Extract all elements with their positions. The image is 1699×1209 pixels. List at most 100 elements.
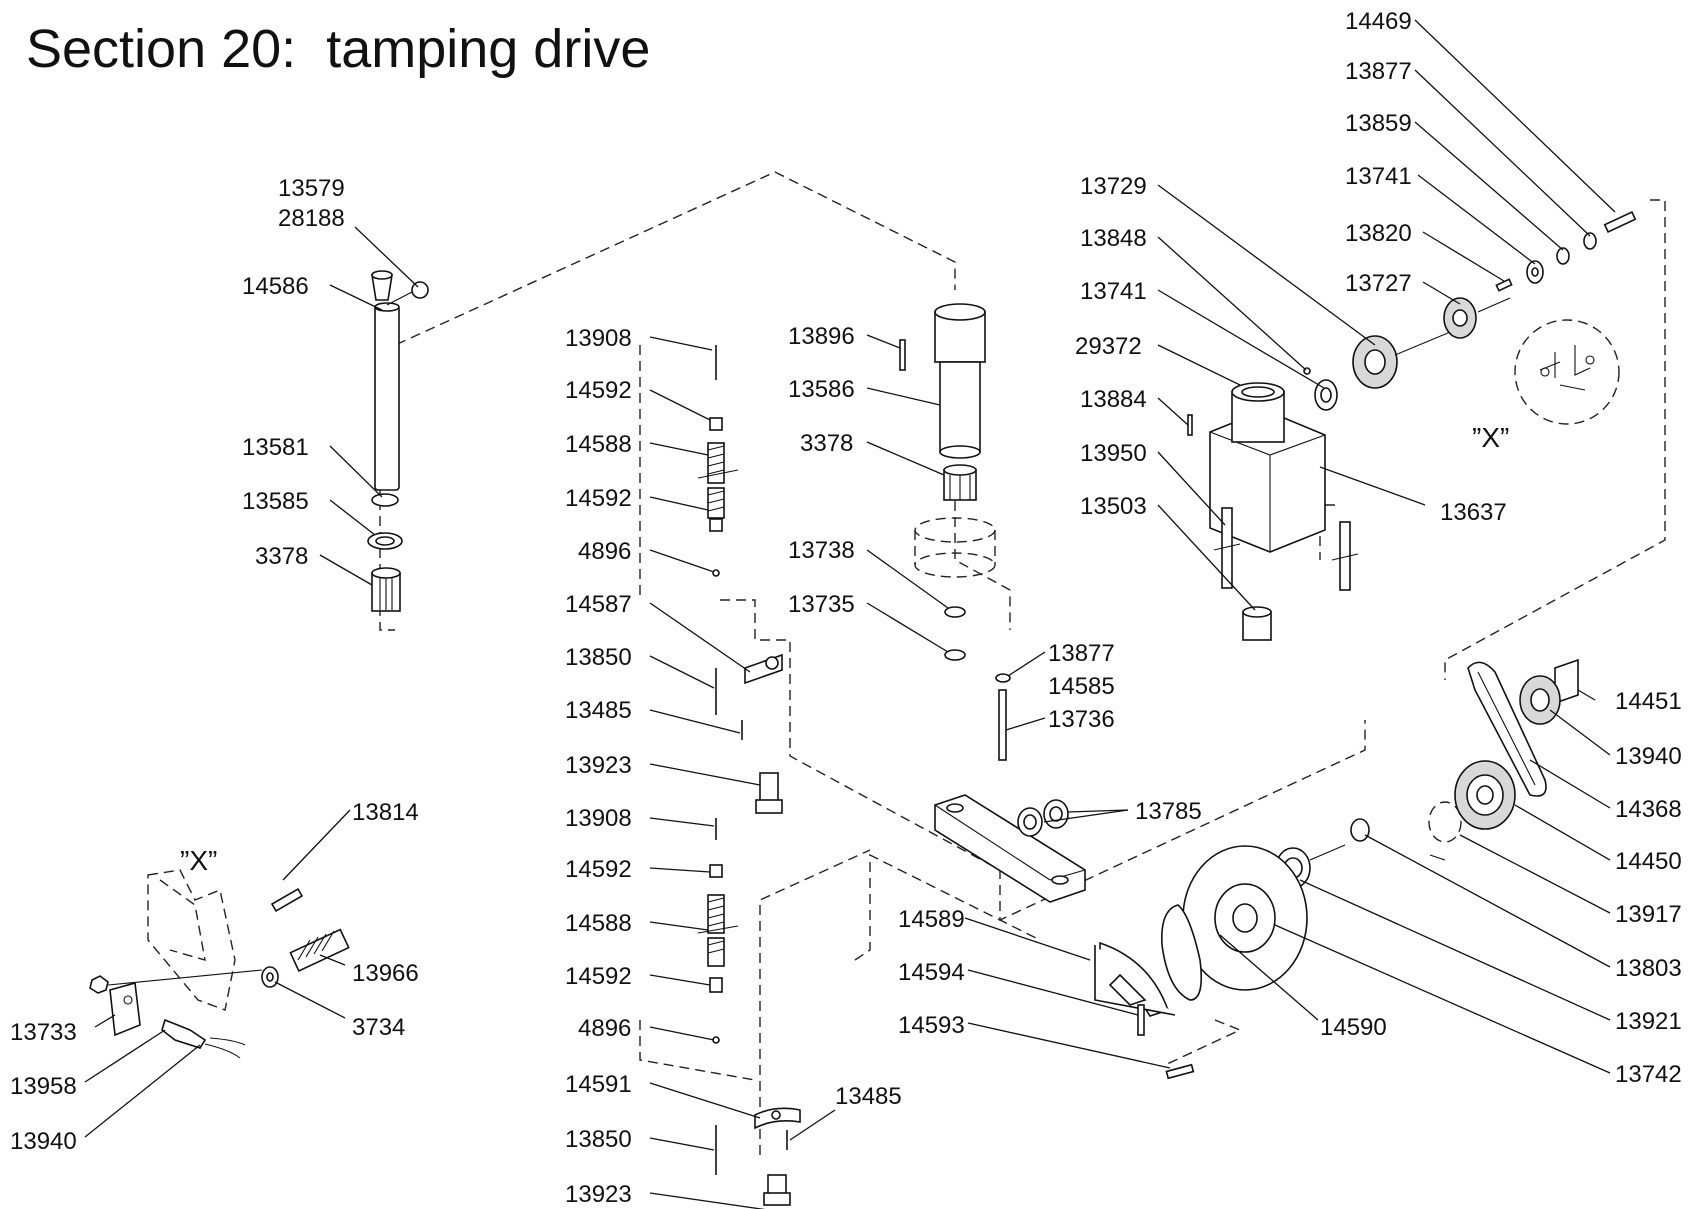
callout-13877: 13877 xyxy=(1345,58,1412,85)
callout-14593: 14593 xyxy=(898,1012,965,1039)
callout-14588: 14588 xyxy=(565,431,632,458)
grease-nipple-part xyxy=(411,281,429,299)
tamping-shaft-assembly xyxy=(367,270,429,612)
detail-x-label: ”X” xyxy=(1472,422,1509,453)
page-title: Section 20: tamping drive xyxy=(26,19,651,79)
callout-13848: 13848 xyxy=(1080,225,1147,252)
callout-4896: 4896 xyxy=(578,1015,631,1042)
callout-13850: 13850 xyxy=(565,1126,632,1153)
screw-part xyxy=(1137,1004,1145,1036)
adjust-bolt-part xyxy=(759,772,779,804)
nut-part xyxy=(89,975,109,994)
bolt-part xyxy=(998,689,1007,761)
callout-14589: 14589 xyxy=(898,906,965,933)
washer-part xyxy=(1350,818,1370,842)
callout-13966: 13966 xyxy=(352,960,419,987)
callout-14592: 14592 xyxy=(565,377,632,404)
callout-13923: 13923 xyxy=(565,1181,632,1208)
callout-13877: 13877 xyxy=(1048,640,1115,667)
callout-14450: 14450 xyxy=(1615,848,1682,875)
callout-13950: 13950 xyxy=(1080,440,1147,467)
cable-fitting-part xyxy=(161,1018,207,1049)
callout-13742: 13742 xyxy=(1615,1061,1682,1088)
detail-x-title: ”X” xyxy=(180,845,217,876)
callout-13803: 13803 xyxy=(1615,955,1682,982)
callout-3378: 3378 xyxy=(800,430,853,457)
callout-13917: 13917 xyxy=(1615,901,1682,928)
callout-14368: 14368 xyxy=(1615,796,1682,823)
nut-part xyxy=(709,864,723,878)
callout-13738: 13738 xyxy=(788,537,855,564)
callout-14588: 14588 xyxy=(565,910,632,937)
nut-part xyxy=(709,417,723,431)
callout-13921: 13921 xyxy=(1615,1008,1682,1035)
callout-13741: 13741 xyxy=(1080,278,1147,305)
ring-part xyxy=(371,493,399,507)
callout-leaders xyxy=(84,19,1616,1209)
spring-stack-lower xyxy=(697,818,801,1206)
callout-13859: 13859 xyxy=(1345,110,1412,137)
cam-disc-part xyxy=(1161,904,1203,1001)
nut-part xyxy=(709,977,723,993)
callout-29372: 29372 xyxy=(1075,333,1142,360)
callout-14585: 14585 xyxy=(1048,673,1115,700)
callout-13485: 13485 xyxy=(835,1083,902,1110)
adjust-bolt-part xyxy=(767,1174,787,1196)
belt-drive-assembly xyxy=(1094,658,1579,1080)
pin-part xyxy=(899,339,906,371)
callout-13908: 13908 xyxy=(565,805,632,832)
callout-13637: 13637 xyxy=(1440,499,1507,526)
spring-part xyxy=(707,937,725,967)
callout-14591: 14591 xyxy=(565,1071,632,1098)
callout-13733: 13733 xyxy=(10,1019,77,1046)
washer-part xyxy=(1583,232,1597,250)
tamping-arm-part xyxy=(934,794,1086,903)
callout-13485: 13485 xyxy=(565,697,632,724)
nut-part xyxy=(709,518,723,532)
bolt-part xyxy=(1603,210,1637,234)
callout-labels: 14469 13877 13859 13741 13820 13727 1372… xyxy=(10,8,1682,1208)
callout-14587: 14587 xyxy=(565,591,632,618)
callout-13503: 13503 xyxy=(1080,493,1147,520)
callout-28188: 28188 xyxy=(278,205,345,232)
callout-14594: 14594 xyxy=(898,959,965,986)
assembly-outline-lines xyxy=(379,171,1666,1155)
key-part xyxy=(1495,278,1513,292)
callout-14592: 14592 xyxy=(565,963,632,990)
callout-13586: 13586 xyxy=(788,376,855,403)
column-body-part xyxy=(939,361,981,453)
hub-part xyxy=(1428,801,1462,843)
callout-3378: 3378 xyxy=(255,543,308,570)
callout-13736: 13736 xyxy=(1048,706,1115,733)
callout-13581: 13581 xyxy=(242,434,309,461)
callout-13814: 13814 xyxy=(352,799,419,826)
callout-14451: 14451 xyxy=(1615,688,1682,715)
spring-stack-upper xyxy=(697,345,783,814)
callout-13908: 13908 xyxy=(565,325,632,352)
washer-part xyxy=(944,606,966,618)
callout-14469: 14469 xyxy=(1345,8,1412,35)
callout-13585: 13585 xyxy=(242,488,309,515)
callout-13579: 13579 xyxy=(278,175,345,202)
gearbox-assembly xyxy=(1187,210,1637,641)
shaft-tube-part xyxy=(374,304,400,491)
callout-13940: 13940 xyxy=(10,1128,77,1155)
pin-part xyxy=(270,887,304,913)
callout-13896: 13896 xyxy=(788,323,855,350)
callout-14586: 14586 xyxy=(242,273,309,300)
callout-4896: 4896 xyxy=(578,538,631,565)
callout-13850: 13850 xyxy=(565,644,632,671)
callout-13923: 13923 xyxy=(565,752,632,779)
callout-13958: 13958 xyxy=(10,1073,77,1100)
bolt-part xyxy=(289,928,350,972)
washer-part xyxy=(944,649,966,661)
callout-13940: 13940 xyxy=(1615,743,1682,770)
centre-column-assembly xyxy=(899,303,1086,903)
callout-13785: 13785 xyxy=(1135,798,1202,825)
callout-13729: 13729 xyxy=(1080,173,1147,200)
detail-x-exploded xyxy=(89,869,350,1059)
ball-part xyxy=(712,569,720,577)
callout-14590: 14590 xyxy=(1320,1014,1387,1041)
callout-14592: 14592 xyxy=(565,856,632,883)
